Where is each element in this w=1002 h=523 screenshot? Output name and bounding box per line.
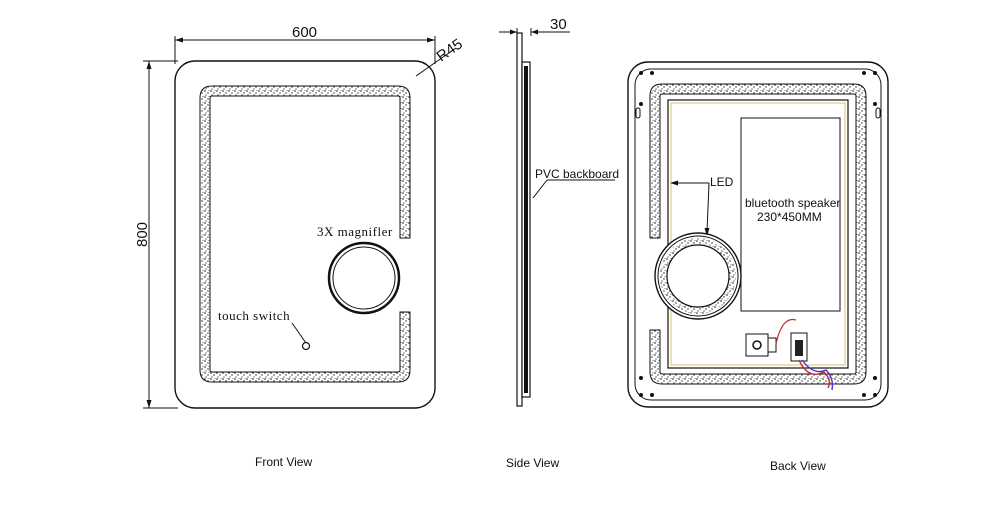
wire-red-bottom xyxy=(798,359,831,389)
back-panel-frame xyxy=(667,99,849,369)
back-magnifier-inner xyxy=(666,244,730,308)
front-view-caption: Front View xyxy=(255,455,312,469)
front-mirror-outline xyxy=(174,60,436,409)
back-inner-outline xyxy=(634,68,882,401)
led-label: LED xyxy=(710,175,734,189)
side-mirror-body xyxy=(516,32,523,407)
depth-dimension: 30 xyxy=(499,16,570,36)
magnifier-label: 3X magnifler xyxy=(317,224,393,239)
front-led-strip xyxy=(199,85,411,383)
back-led-strip xyxy=(649,83,867,385)
speaker-label: bluetooth speaker xyxy=(745,196,840,210)
height-dim-label: 800 xyxy=(134,222,151,247)
magnifier-inner xyxy=(332,246,396,310)
width-dim-label: 600 xyxy=(292,24,317,41)
wire-blue-bottom xyxy=(801,359,834,391)
back-outer-outline xyxy=(627,61,889,408)
width-dimension: 600 xyxy=(174,24,436,64)
driver-box xyxy=(790,332,808,362)
switch-module xyxy=(745,333,777,357)
radius-dimension: R45 xyxy=(415,36,466,77)
corner-screws xyxy=(639,71,877,397)
depth-dim-label: 30 xyxy=(550,16,567,33)
pvc-backboard-label: PVC backboard xyxy=(535,167,619,181)
back-panel-frame-inner xyxy=(670,102,846,366)
back-view: bluetooth speaker 230*450MM LED Back Vie… xyxy=(627,61,889,473)
height-dimension: 800 xyxy=(134,60,178,409)
touch-switch-icon xyxy=(301,341,311,351)
speaker-size-label: 230*450MM xyxy=(757,210,822,224)
side-backboard-fill xyxy=(524,66,528,393)
front-view: 600 800 R45 3X magnifler touch switch Fr… xyxy=(134,24,466,469)
side-view-caption: Side View xyxy=(506,456,559,470)
wire-red-top xyxy=(775,318,797,345)
hanging-slot-left xyxy=(635,107,641,119)
side-view: 30 PVC backboard Side View xyxy=(499,16,619,470)
touch-switch-label: touch switch xyxy=(218,308,290,323)
bluetooth-speaker-box xyxy=(740,117,841,312)
magnifier-outer xyxy=(327,241,401,315)
hanging-slot-right xyxy=(875,107,881,119)
back-view-caption: Back View xyxy=(770,459,826,473)
